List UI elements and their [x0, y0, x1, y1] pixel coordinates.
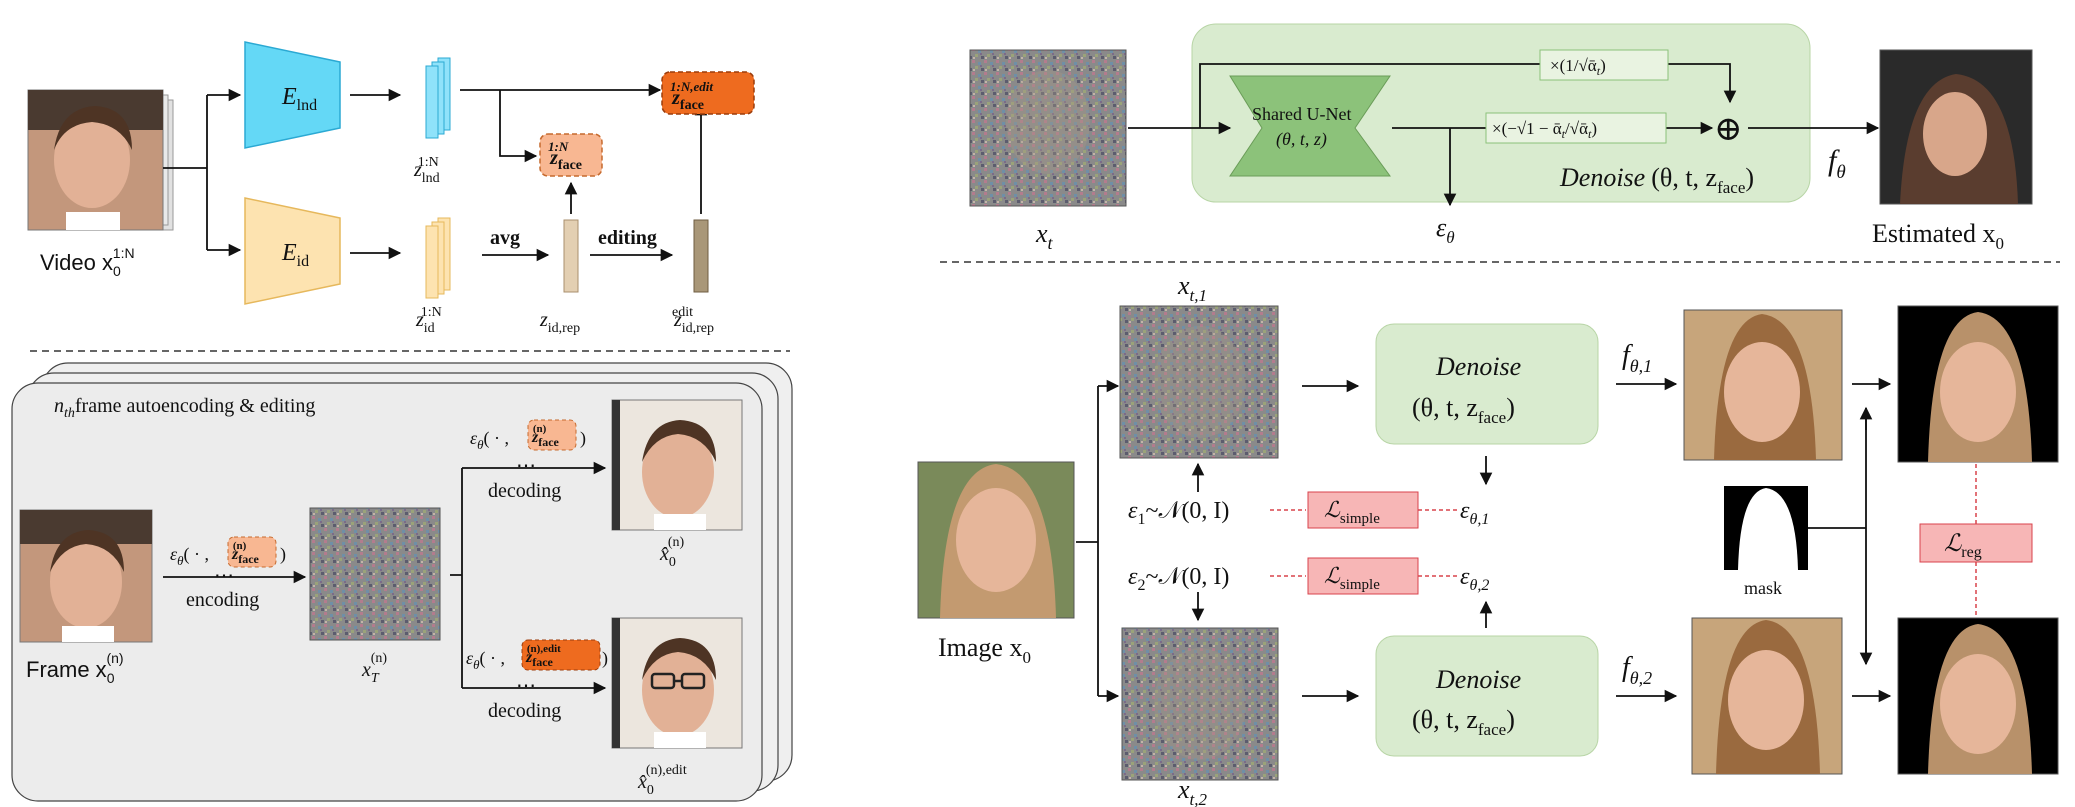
- xhat-label: x̂0(n): [659, 535, 685, 570]
- xt2-label: xt,2: [1177, 775, 1208, 807]
- estimated-image: [1879, 49, 2033, 205]
- denoise-box-1: Denoise (θ, t, zface): [1375, 323, 1599, 445]
- frame-label: Frame x0(n): [26, 650, 124, 686]
- top-left-section: Video x01:N Elnd Eid zlnd1:N zid1:N: [27, 41, 755, 336]
- decode-dots-bottom: ⋯: [516, 675, 536, 697]
- eps2-label: ε2~𝒩(0, I): [1128, 564, 1229, 594]
- estimated-label: Estimated x0: [1872, 219, 2004, 253]
- svg-text:Elnd: Elnd: [281, 84, 317, 114]
- avg-label: avg: [490, 227, 520, 249]
- eps1-label: ε1~𝒩(0, I): [1128, 498, 1229, 528]
- identity-encoder: Eid: [244, 197, 341, 305]
- top-right-section: xt Shared U-Net (θ, t, z) ×(1/√ᾱt) ×(−√1…: [969, 23, 2033, 253]
- denoise-label-top: Denoise(θ, t, zface): [1559, 163, 1754, 197]
- denoise-box-2: Denoise (θ, t, zface): [1375, 635, 1599, 757]
- decoding-label-bottom: decoding: [488, 700, 561, 722]
- xT-noise-image: [309, 507, 441, 641]
- input-image-x0: [917, 461, 1075, 619]
- l-simple-box-2: ℒsimple: [1307, 557, 1419, 595]
- svg-text:(θ, t, zface): (θ, t, zface): [1412, 393, 1515, 427]
- svg-text:(θ, t, zface): (θ, t, zface): [1412, 705, 1515, 739]
- noisy-image-xt2: [1121, 627, 1279, 781]
- svg-text:Shared U-Net: Shared U-Net: [1252, 104, 1351, 124]
- video-label: Video x01:N: [40, 245, 135, 279]
- svg-text:×(−√1 − ᾱt/√ᾱt): ×(−√1 − ᾱt/√ᾱt): [1492, 119, 1597, 141]
- z-lnd-label: zlnd1:N: [413, 155, 440, 186]
- svg-text:(θ, t, z): (θ, t, z): [1276, 129, 1327, 150]
- mask-label: mask: [1744, 578, 1782, 598]
- oplus-symbol: ⊕: [1714, 111, 1743, 148]
- xt-label: xt: [1035, 219, 1054, 253]
- z-id-rep-edit-label: zid,repedit: [672, 305, 714, 336]
- landmark-encoder: Elnd: [244, 41, 341, 149]
- scale-box-2: ×(−√1 − ᾱt/√ᾱt): [1485, 112, 1667, 144]
- svg-text:ℒsimple: ℒsimple: [1324, 497, 1380, 527]
- editing-label: editing: [598, 227, 657, 249]
- svg-text:): ): [580, 428, 586, 449]
- l-simple-box-1: ℒsimple: [1307, 491, 1419, 529]
- encode-eps: εθ( · ,: [170, 544, 209, 568]
- z-id-rep-label: zid,rep: [539, 309, 580, 336]
- decode-eps-top: εθ( · ,: [470, 428, 509, 452]
- z-face-edit-box: zface1:N,edit: [661, 71, 755, 115]
- svg-text:zface(n): zface(n): [231, 540, 260, 566]
- scale-box-1: ×(1/√ᾱt): [1539, 49, 1669, 81]
- xhat-edit-label: x̂0(n),edit: [637, 763, 687, 798]
- svg-text:zface(n): zface(n): [531, 423, 560, 449]
- svg-text:Denoise: Denoise: [1435, 352, 1521, 381]
- decode-z-box-top: zface(n): [527, 419, 577, 451]
- encoding-label: encoding: [186, 589, 259, 611]
- image-x0-label: Image x0: [938, 633, 1031, 667]
- landmark-latent-stack: [425, 57, 451, 139]
- f-theta-label: fθ: [1828, 144, 1846, 183]
- masked-face-2: [1897, 617, 2059, 775]
- svg-text:): ): [280, 544, 286, 565]
- epsilon-theta-label: εθ: [1436, 213, 1455, 247]
- z-id-rep-edit: [693, 219, 709, 293]
- eps-theta2-label: εθ,2: [1460, 564, 1489, 594]
- estimate-face-1: [1683, 309, 1843, 461]
- xT-label: xT(n): [361, 651, 387, 686]
- bottom-left-section: nthframe autoencoding & editing Frame x0…: [11, 362, 793, 802]
- bottom-right-section: xt,1 xt,2 Image x0 Denoise (θ, t, zface): [917, 271, 2059, 807]
- z-id-rep: [563, 219, 579, 293]
- svg-text:ℒsimple: ℒsimple: [1324, 563, 1380, 593]
- video-branch-line: [163, 95, 208, 250]
- decoding-label-top: decoding: [488, 480, 561, 502]
- svg-text:): ): [602, 648, 608, 669]
- mask-image: [1724, 486, 1808, 570]
- svg-text:Denoise: Denoise: [1435, 665, 1521, 694]
- f2-label: fθ,2: [1622, 652, 1652, 688]
- noisy-image-xt1: [1119, 305, 1279, 459]
- l-reg-box: ℒreg: [1919, 523, 2033, 563]
- identity-latent-stack: [425, 217, 451, 299]
- svg-text:Eid: Eid: [281, 240, 309, 270]
- input-frame-image: [19, 509, 153, 643]
- decode-eps-bottom: εθ( · ,: [466, 648, 505, 672]
- svg-text:zface1:N: zface1:N: [548, 139, 582, 173]
- svg-text:×(1/√ᾱt): ×(1/√ᾱt): [1550, 56, 1606, 78]
- encode-z-box: zface(n): [227, 536, 277, 568]
- svg-text:ℒreg: ℒreg: [1944, 531, 1982, 561]
- estimate-face-2: [1691, 617, 1843, 775]
- decode-z-edit-box: zface(n),edit: [521, 639, 601, 671]
- encode-dots: ⋯: [214, 565, 234, 587]
- noisy-image-xt: [969, 49, 1127, 207]
- xt1-label: xt,1: [1177, 271, 1207, 305]
- video-frame-stack: [27, 89, 174, 231]
- eps-theta1-label: εθ,1: [1460, 498, 1489, 528]
- svg-text:zface(n),edit: zface(n),edit: [525, 643, 561, 669]
- z-face-box: zface1:N: [539, 133, 603, 177]
- reconstructed-face: [611, 399, 743, 531]
- decode-dots-top: ⋯: [516, 455, 536, 477]
- svg-text:zface1:N,edit: zface1:N,edit: [670, 79, 713, 113]
- panel-title: nthframe autoencoding & editing: [54, 395, 315, 421]
- z-id-label: zid1:N: [415, 305, 442, 336]
- f1-label: fθ,1: [1622, 340, 1652, 376]
- masked-face-1: [1897, 305, 2059, 463]
- shared-unet: Shared U-Net (θ, t, z): [1229, 75, 1391, 177]
- edited-face: [611, 617, 743, 749]
